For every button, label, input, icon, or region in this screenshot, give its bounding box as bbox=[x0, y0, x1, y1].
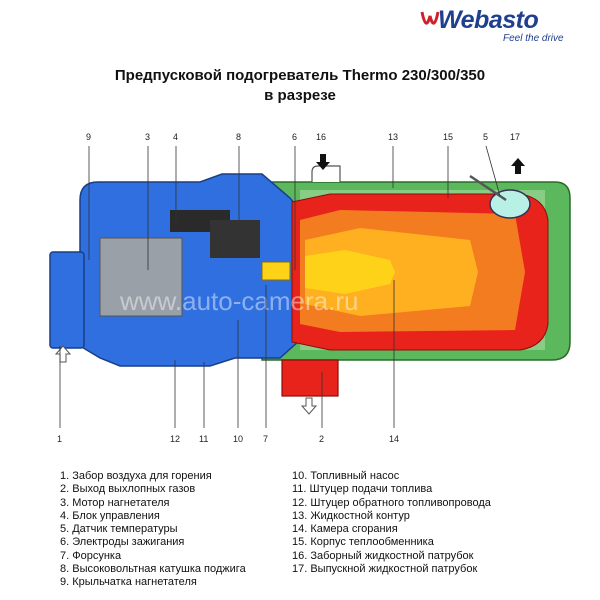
outlet-arrow bbox=[511, 158, 525, 174]
callout-8: 8 bbox=[236, 132, 241, 142]
callout-10: 10 bbox=[233, 434, 243, 444]
legend-right: 10. Топливный насос 11. Штуцер подачи то… bbox=[292, 470, 491, 576]
callout-13: 13 bbox=[388, 132, 398, 142]
legend-item: 4. Блок управления bbox=[60, 509, 160, 522]
callout-11: 11 bbox=[199, 434, 208, 444]
blower-motor bbox=[99, 237, 183, 317]
heater-cross-section: www.auto-camera.ru 9 3 4 8 6 16 13 15 5 … bbox=[49, 132, 571, 444]
legend-item: 14. Камера сгорания bbox=[292, 523, 398, 536]
legend-item: 6. Электроды зажигания bbox=[60, 536, 185, 549]
watermark: www.auto-camera.ru bbox=[119, 286, 358, 316]
air-intake bbox=[49, 251, 85, 349]
legend-item: 10. Топливный насос bbox=[292, 470, 400, 482]
page-subtitle: в разрезе bbox=[264, 87, 336, 104]
legend-item: 3. Мотор нагнетателя bbox=[60, 496, 170, 509]
callout-3: 3 bbox=[145, 132, 150, 142]
legend-item: 12. Штуцер обратного топливопровода bbox=[292, 496, 491, 509]
legend-item: 1. Забор воздуха для горения bbox=[60, 470, 212, 482]
water-inlet-pipe bbox=[311, 165, 341, 182]
legend-item: 7. Форсунка bbox=[60, 549, 122, 562]
legend-item: 8. Высоковольтная катушка поджига bbox=[60, 563, 246, 576]
inlet-arrow bbox=[316, 154, 330, 170]
nozzle bbox=[261, 261, 291, 281]
legend-left: 1. Забор воздуха для горения 2. Выход вы… bbox=[60, 470, 246, 590]
page-title: Предпусковой подогреватель Thermo 230/30… bbox=[114, 67, 486, 84]
webasto-logo-icon bbox=[420, 11, 440, 25]
legend-item: 13. Жидкостной контур bbox=[292, 509, 410, 522]
legend-item: 15. Корпус теплообменника bbox=[292, 536, 434, 549]
callout-7: 7 bbox=[263, 434, 268, 444]
legend-item: 2. Выход выхлопных газов bbox=[60, 483, 196, 496]
legend-item: 17. Выпускной жидкостной патрубок bbox=[292, 563, 478, 576]
legend-item: 16. Заборный жидкостной патрубок bbox=[292, 549, 474, 562]
legend-item: 11. Штуцер подачи топлива bbox=[292, 483, 433, 496]
legend-item: 5. Датчик температуры bbox=[60, 523, 178, 536]
legend-item: 9. Крыльчатка нагнетателя bbox=[60, 576, 197, 589]
callout-1: 1 bbox=[57, 434, 62, 444]
logo-text: Webasto bbox=[438, 6, 539, 34]
callout-6: 6 bbox=[292, 132, 297, 142]
callout-5: 5 bbox=[483, 132, 488, 142]
exhaust-arrow bbox=[300, 397, 318, 415]
callout-2: 2 bbox=[319, 434, 324, 444]
callout-16: 16 bbox=[316, 132, 326, 142]
webasto-logo: Webasto Feel the drive bbox=[418, 6, 594, 46]
callout-14: 14 bbox=[389, 434, 399, 444]
callout-15: 15 bbox=[443, 132, 453, 142]
callout-12: 12 bbox=[170, 434, 180, 444]
callout-9: 9 bbox=[86, 132, 91, 142]
callout-17: 17 bbox=[510, 132, 520, 142]
exhaust-outlet bbox=[281, 359, 339, 397]
callout-4: 4 bbox=[173, 132, 178, 142]
logo-tagline: Feel the drive bbox=[503, 33, 564, 44]
